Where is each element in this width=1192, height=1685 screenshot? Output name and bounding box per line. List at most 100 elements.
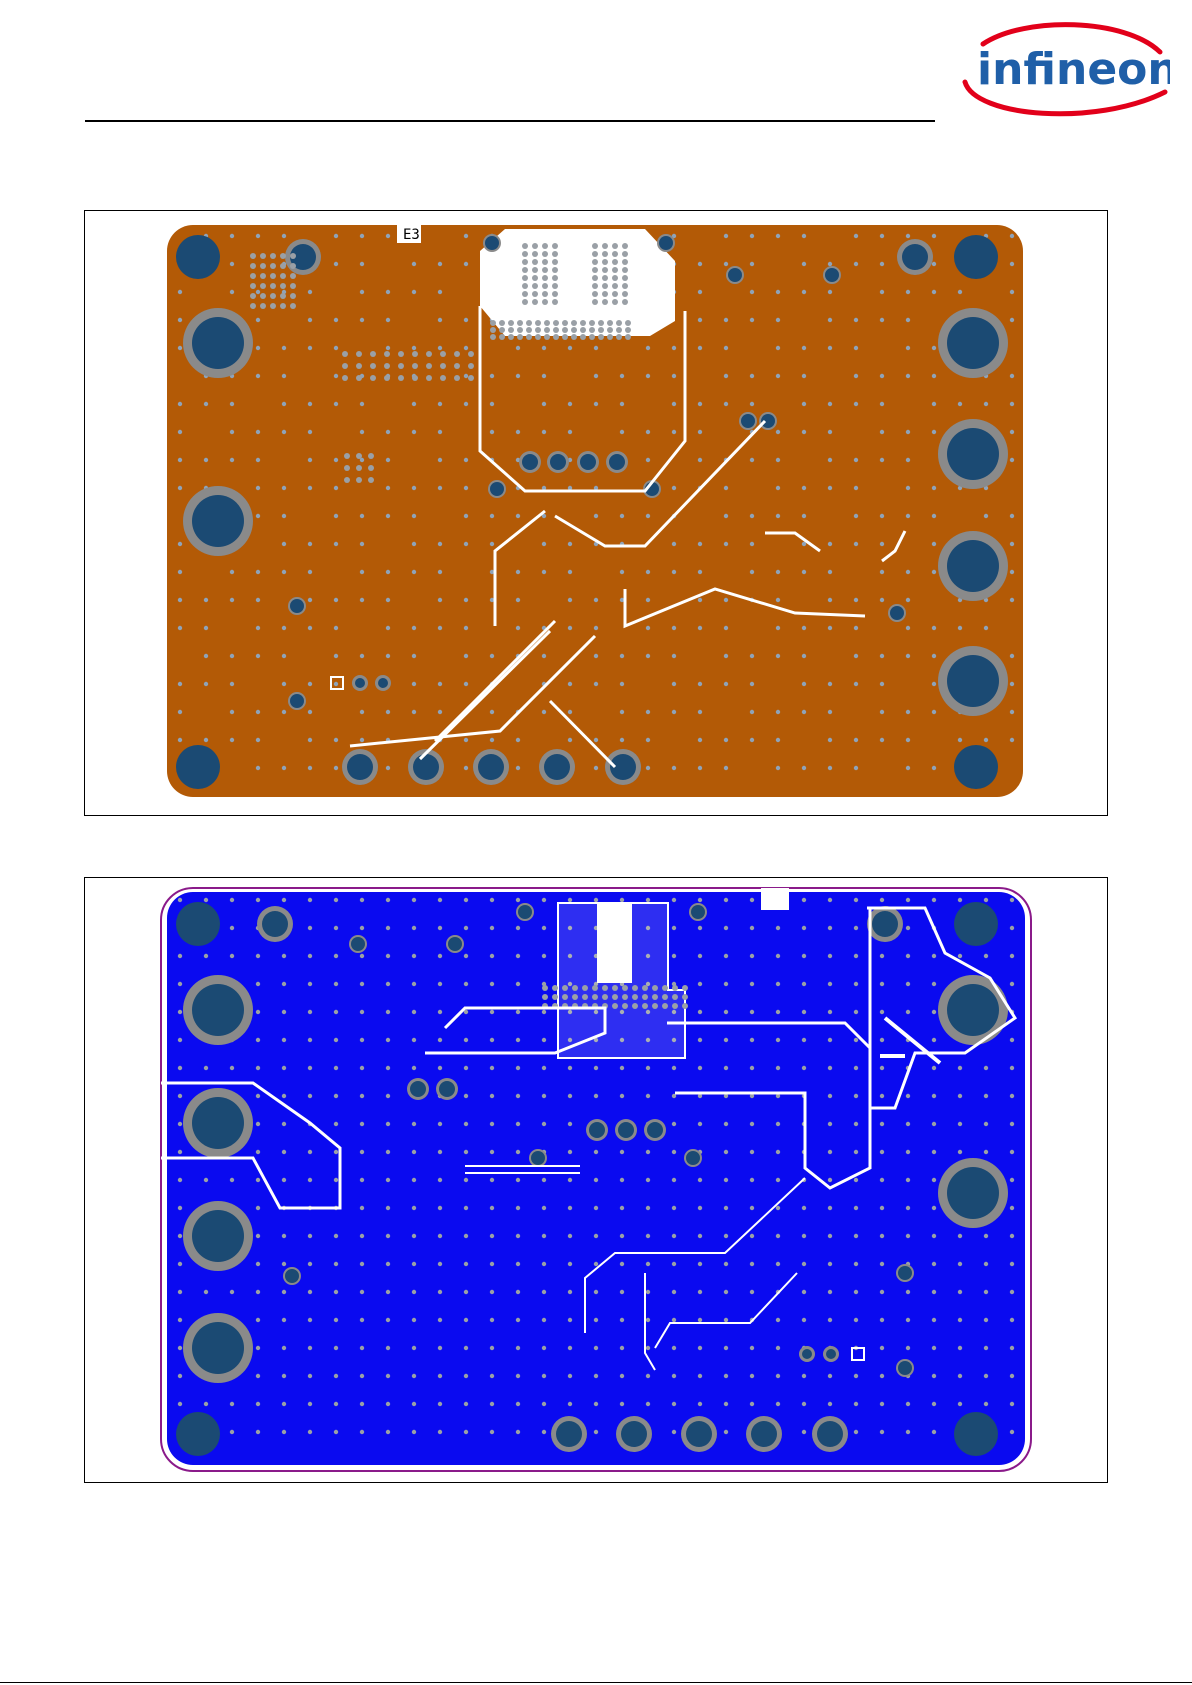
via xyxy=(612,291,618,297)
via xyxy=(526,327,532,333)
via xyxy=(828,1094,832,1098)
connector-pad xyxy=(686,1421,712,1447)
via xyxy=(230,570,234,574)
via xyxy=(932,982,936,986)
via xyxy=(178,1234,182,1238)
via xyxy=(750,1010,754,1014)
via xyxy=(334,514,338,518)
via xyxy=(906,766,910,770)
via xyxy=(386,1038,390,1042)
via xyxy=(672,374,676,378)
via xyxy=(178,486,182,490)
via xyxy=(464,954,468,958)
via xyxy=(802,654,806,658)
via xyxy=(880,1262,884,1266)
via xyxy=(932,262,936,266)
via xyxy=(776,374,780,378)
via xyxy=(256,486,260,490)
via xyxy=(724,1318,728,1322)
via xyxy=(880,1234,884,1238)
via xyxy=(542,291,548,297)
via xyxy=(178,402,182,406)
via xyxy=(282,1346,286,1350)
via xyxy=(854,1122,858,1126)
via xyxy=(282,514,286,518)
via xyxy=(880,374,884,378)
via xyxy=(958,1346,962,1350)
via xyxy=(464,626,468,630)
via xyxy=(828,318,832,322)
via xyxy=(984,1150,988,1154)
via xyxy=(906,710,910,714)
via xyxy=(516,1178,520,1182)
via xyxy=(308,346,312,350)
via xyxy=(412,1178,416,1182)
via xyxy=(616,320,622,326)
via xyxy=(984,402,988,406)
via xyxy=(646,458,650,462)
via xyxy=(750,654,754,658)
via xyxy=(594,514,598,518)
via xyxy=(412,402,416,406)
via xyxy=(672,1318,676,1322)
via xyxy=(552,243,558,249)
via xyxy=(594,1262,598,1266)
via xyxy=(932,1038,936,1042)
via xyxy=(776,430,780,434)
via xyxy=(1010,1262,1014,1266)
via xyxy=(802,1038,806,1042)
via xyxy=(542,1430,546,1434)
via xyxy=(250,303,256,309)
via xyxy=(412,570,416,574)
via xyxy=(516,1318,520,1322)
via xyxy=(334,1374,338,1378)
via xyxy=(230,1430,234,1434)
via xyxy=(932,1262,936,1266)
via xyxy=(542,283,548,289)
via xyxy=(932,1318,936,1322)
via xyxy=(464,1290,468,1294)
via xyxy=(625,334,631,340)
via xyxy=(178,1402,182,1406)
via xyxy=(342,363,348,369)
via xyxy=(360,1178,364,1182)
via xyxy=(282,1150,286,1154)
via xyxy=(724,402,728,406)
via xyxy=(256,430,260,434)
via xyxy=(386,982,390,986)
via xyxy=(490,1150,494,1154)
via xyxy=(880,1066,884,1070)
via xyxy=(334,626,338,630)
via xyxy=(1010,1178,1014,1182)
via xyxy=(620,1402,624,1406)
via xyxy=(412,486,416,490)
connector-pad xyxy=(347,754,373,780)
via xyxy=(256,1430,260,1434)
via xyxy=(270,263,276,269)
via xyxy=(256,1346,260,1350)
via xyxy=(230,926,234,930)
via xyxy=(230,682,234,686)
via xyxy=(282,402,286,406)
via xyxy=(672,954,676,958)
via xyxy=(178,626,182,630)
via xyxy=(386,1150,390,1154)
via xyxy=(282,570,286,574)
via xyxy=(802,234,806,238)
via xyxy=(178,542,182,546)
via xyxy=(438,954,442,958)
via-pad xyxy=(898,1361,912,1375)
via xyxy=(672,926,676,930)
via xyxy=(958,1402,962,1406)
via xyxy=(368,465,374,471)
via xyxy=(802,710,806,714)
via xyxy=(334,234,338,238)
via xyxy=(516,982,520,986)
via xyxy=(334,318,338,322)
via xyxy=(622,1003,628,1009)
via xyxy=(360,710,364,714)
via xyxy=(308,738,312,742)
via xyxy=(308,898,312,902)
via xyxy=(542,275,548,281)
via xyxy=(750,898,754,902)
